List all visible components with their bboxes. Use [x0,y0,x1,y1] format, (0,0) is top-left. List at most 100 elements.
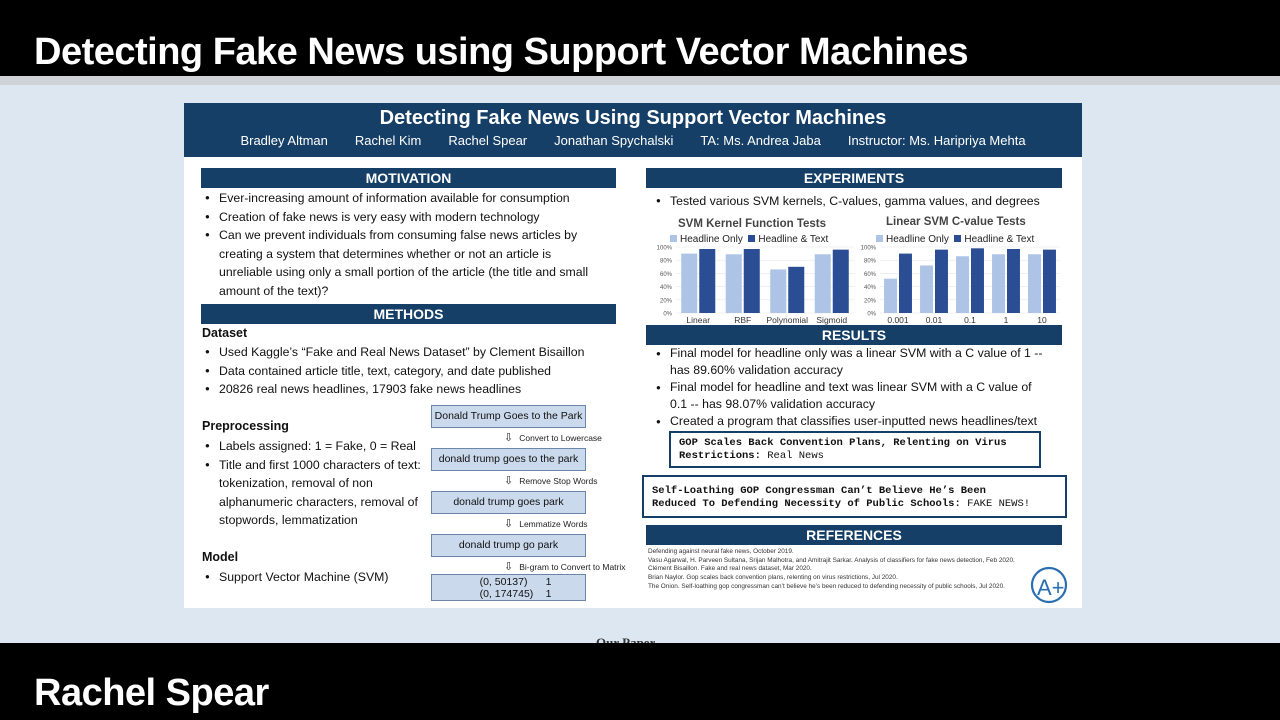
title-divider [0,76,1280,85]
references-list: Defending against neural fake news, Octo… [648,548,1028,592]
bar [992,254,1005,313]
y-tick-label: 80% [660,259,673,265]
author: Bradley Altman [240,133,328,148]
bar [681,253,698,313]
poster-title: Detecting Fake News Using Support Vector… [379,107,887,129]
y-tick-label: 40% [864,285,877,291]
legend-label: Headline & Text [964,234,1035,245]
y-tick-label: 100% [861,246,877,252]
dataset-list: Used Kaggle’s “Fake and Real News Datase… [201,343,611,399]
x-tick-label: RBF [734,315,751,325]
video-title-bar: Detecting Fake News using Support Vector… [0,0,1280,76]
preprocessing-label: Preprocessing [202,419,289,433]
cvalue-chart-title: Linear SVM C-value Tests [886,216,1026,228]
down-arrow-icon: ⇩ [504,561,514,573]
bar [814,254,831,313]
poster-authors: Bradley Altman Rachel Kim Rachel Spear J… [184,132,1082,150]
bar [956,256,969,313]
kernel-chart-legend: Headline Only Headline & Text [670,234,828,245]
bar [1043,249,1056,313]
svg-text:A+: A+ [1037,575,1065,600]
list-item: Data contained article title, text, cate… [201,362,611,381]
bar [725,254,742,313]
x-tick-label: 1 [1004,315,1009,325]
dataset-label: Dataset [202,326,248,340]
author: Rachel Kim [354,133,422,148]
list-item: 20826 real news headlines, 17903 fake ne… [201,380,611,399]
y-tick-label: 100% [657,246,673,252]
x-tick-label: Polynomial [766,315,808,325]
slide-footer-text: Our Paper [596,635,656,643]
list-item: Creation of fake news is very easy with … [201,208,601,227]
matrix-row: (0, 50137)1 [479,576,552,588]
legend-swatch [876,235,883,242]
x-tick-label: 10 [1037,315,1047,325]
prediction-label: FAKE NEWS! [967,498,1031,510]
y-tick-label: 0% [663,312,672,318]
results-heading: RESULTS [646,325,1062,345]
reference-item: Defending against neural fake news, Octo… [648,548,794,555]
legend-swatch [670,235,677,242]
list-item: Created a program that classifies user-i… [652,413,1047,430]
pipeline-box-lowercase: donald trump goes to the park [431,448,586,471]
bar [1007,248,1020,313]
aplus-logo: A+ [1030,566,1068,604]
x-tick-label: 0.1 [964,315,976,325]
bar [770,269,787,313]
speaker-bar: Rachel Spear [0,643,1280,720]
experiments-heading: EXPERIMENTS [646,168,1062,188]
bar [832,249,849,313]
list-item: Ever-increasing amount of information av… [201,189,601,208]
results-list: Final model for headline only was a line… [652,345,1047,430]
x-tick-label: Linear [686,315,710,325]
experiments-list: Tested various SVM kernels, C-values, ga… [652,192,1062,211]
motivation-list: Ever-increasing amount of information av… [201,189,601,301]
y-tick-label: 60% [864,272,877,278]
prediction-label: Real News [767,450,824,462]
list-item: Final model for headline only was a line… [652,345,1047,379]
author: Rachel Spear [448,133,528,148]
pipeline-box-matrix: (0, 50137)1 (0, 174745)1 [431,574,586,601]
y-tick-label: 60% [660,272,673,278]
author: Jonathan Spychalski [554,133,674,148]
bar [1028,254,1041,313]
legend-swatch [954,235,962,242]
legend-swatch [748,235,756,242]
bar [935,249,948,313]
pipeline-box-lemmatized: donald trump go park [431,534,586,557]
y-tick-label: 20% [864,298,877,304]
list-item: Support Vector Machine (SVM) [201,568,421,587]
x-tick-label: 0.001 [887,315,909,325]
list-item: Title and first 1000 characters of text:… [201,456,429,530]
reference-item: Brian Naylor. Gop scales back convention… [648,574,898,582]
down-arrow-icon: ⇩ [504,518,514,530]
model-list: Support Vector Machine (SVM) [201,568,421,587]
legend-label: Headline & Text [758,234,829,245]
reference-item: The Onion. Self-loathing gop congressman… [648,582,1005,590]
y-tick-label: 40% [660,285,673,291]
reference-item: Clément Bisaillon. Fake and real news da… [648,565,812,573]
y-tick-label: 0% [867,312,876,318]
bar [899,253,912,313]
methods-heading: METHODS [201,304,616,324]
down-arrow-icon: ⇩ [504,432,514,444]
list-item: Final model for headline and text was li… [652,379,1047,413]
research-poster: Detecting Fake News Using Support Vector… [184,103,1082,608]
motivation-heading: MOTIVATION [201,168,616,188]
legend-label: Headline Only [886,234,949,245]
author: TA: Ms. Andrea Jaba [700,133,821,148]
list-item: Tested various SVM kernels, C-values, ga… [652,192,1062,211]
video-title: Detecting Fake News using Support Vector… [34,31,969,73]
reference-item: Vasu Agarwal, H. Parveen Sultana, Srijan… [648,556,1015,564]
poster-header: Detecting Fake News Using Support Vector… [184,103,1082,157]
author: Instructor: Ms. Haripriya Mehta [847,133,1026,148]
pipeline-step: ⇩Convert to Lowercase [504,432,602,444]
matrix-row: (0, 174745)1 [479,588,552,600]
preprocessing-list: Labels assigned: 1 = Fake, 0 = Real Titl… [201,437,429,530]
speaker-name: Rachel Spear [34,672,269,714]
cvalue-chart-legend: Headline Only Headline & Text [876,234,1034,245]
classifier-demo-fake: Self-Loathing GOP Congressman Can’t Beli… [642,475,1067,518]
model-label: Model [202,550,239,564]
bar [884,278,897,313]
